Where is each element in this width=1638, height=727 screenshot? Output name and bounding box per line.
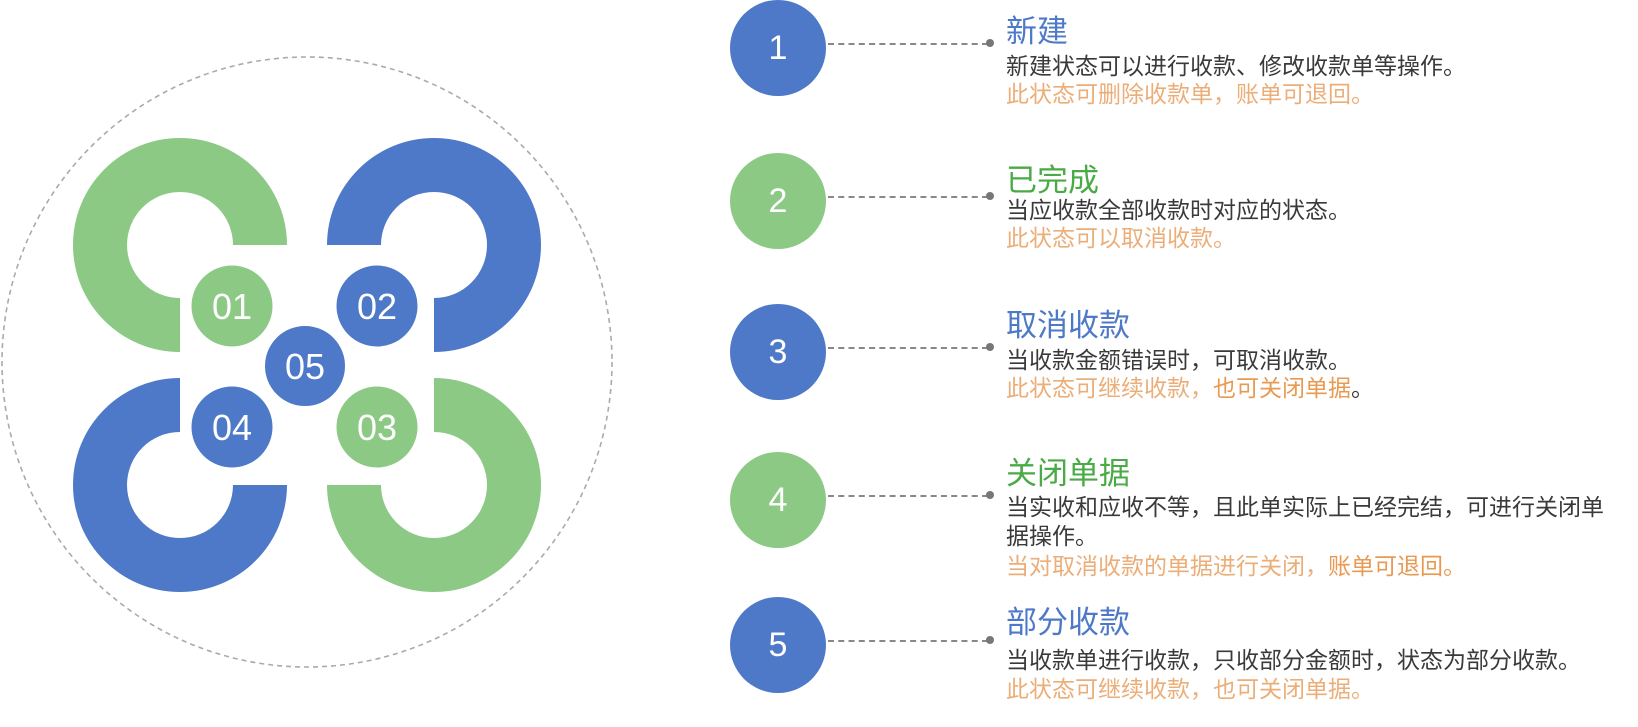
- step-4-number-badge: 4: [730, 452, 826, 548]
- step-5-connector: [828, 640, 988, 642]
- step-2-connector: [828, 196, 988, 198]
- step-2: 2 已完成 当应收款全部收款时对应的状态。 此状态可以取消收款。: [730, 153, 1630, 253]
- petal-03-ring: [327, 378, 541, 592]
- step-2-number-badge: 2: [730, 153, 826, 249]
- step-1-connector: [828, 43, 988, 45]
- step-3: 3 取消收款 当收款金额错误时，可取消收款。 此状态可继续收款，也可关闭单据。: [730, 304, 1630, 404]
- step-4: 4 关闭单据 当实收和应收不等，且此单实际上已经完结，可进行关闭单据操作。 当对…: [730, 452, 1630, 582]
- step-3-note: 此状态可继续收款，也可关闭单据。: [1006, 375, 1374, 404]
- step-4-note-part-2: 账单可退回。: [1328, 554, 1466, 580]
- step-1-note: 此状态可删除收款单，账单可退回。: [1006, 82, 1374, 108]
- node-04-circle: [184, 379, 280, 475]
- flower-diagram: 01 02 03 04 05: [1, 56, 613, 668]
- step-4-connector-dot: [986, 491, 994, 499]
- node-01-circle: [184, 258, 280, 354]
- step-3-title: 取消收款: [1006, 308, 1130, 344]
- node-02-label: 02: [357, 286, 397, 327]
- step-1-number-badge: 1: [730, 0, 826, 96]
- node-05-label: 05: [285, 346, 325, 387]
- step-2-title: 已完成: [1006, 163, 1099, 199]
- node-04-label: 04: [212, 407, 252, 448]
- node-03-circle: [329, 379, 425, 475]
- step-1: 1 新建 新建状态可以进行收款、修改收款单等操作。 此状态可删除收款单，账单可退…: [730, 0, 1630, 108]
- step-5-number-badge: 5: [730, 597, 826, 693]
- step-4-note-part-1: 当对取消收款的单据进行关闭，: [1006, 554, 1328, 580]
- step-1-description: 新建状态可以进行收款、修改收款单等操作。: [1006, 54, 1466, 80]
- step-3-note-part-3: 。: [1351, 376, 1374, 402]
- step-5-description: 当收款单进行收款，只收部分金额时，状态为部分收款。: [1006, 648, 1581, 674]
- step-1-title: 新建: [1006, 14, 1068, 50]
- step-4-connector: [828, 495, 988, 497]
- step-2-note: 此状态可以取消收款。: [1006, 226, 1236, 252]
- node-01-label: 01: [212, 286, 252, 327]
- petal-02-ring: [327, 138, 541, 352]
- step-5-title: 部分收款: [1006, 605, 1130, 641]
- petal-01-ring: [73, 138, 287, 352]
- step-4-description: 当实收和应收不等，且此单实际上已经完结，可进行关闭单据操作。: [1006, 495, 1604, 550]
- step-3-connector: [828, 347, 988, 349]
- step-5-note: 此状态可继续收款，也可关闭单据。: [1006, 677, 1374, 703]
- step-3-connector-dot: [986, 343, 994, 351]
- step-3-note-part-1: 此状态可继续收款，: [1006, 376, 1213, 402]
- step-5-connector-dot: [986, 636, 994, 644]
- outer-dashed-ring: [1, 56, 613, 668]
- step-5: 5 部分收款 当收款单进行收款，只收部分金额时，状态为部分收款。 此状态可继续收…: [730, 597, 1630, 703]
- node-02-circle: [329, 258, 425, 354]
- petal-04-ring: [73, 378, 287, 592]
- step-2-description: 当应收款全部收款时对应的状态。: [1006, 198, 1351, 224]
- step-4-title: 关闭单据: [1006, 456, 1130, 492]
- step-3-number-badge: 3: [730, 304, 826, 400]
- step-3-description: 当收款金额错误时，可取消收款。: [1006, 348, 1351, 374]
- node-05-circle: [259, 320, 351, 412]
- step-2-connector-dot: [986, 192, 994, 200]
- step-3-note-part-2: 也可关闭单据: [1213, 376, 1351, 402]
- step-4-note: 当对取消收款的单据进行关闭，账单可退回。: [1006, 553, 1466, 582]
- step-1-connector-dot: [986, 39, 994, 47]
- node-03-label: 03: [357, 407, 397, 448]
